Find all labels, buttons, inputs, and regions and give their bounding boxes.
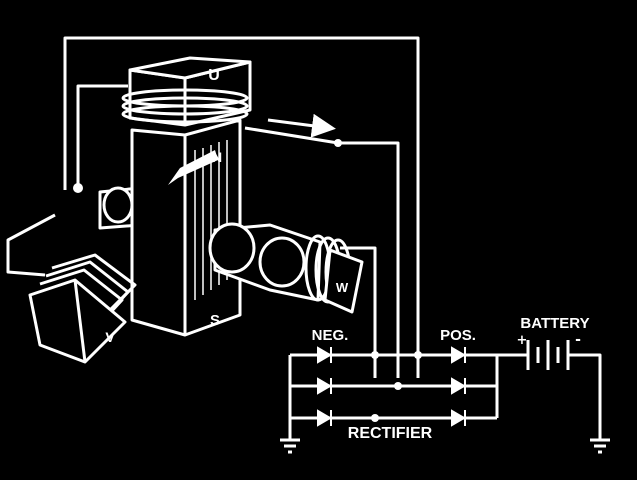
junction-dot [371, 414, 379, 422]
rotor-assembly [28, 56, 364, 364]
diode-icon [317, 346, 332, 364]
pole-v-end [102, 186, 134, 224]
diode-icon [451, 346, 466, 364]
rotation-arrow-icon [168, 150, 218, 185]
wire-u-out [244, 126, 400, 378]
wire-u-top-loop [63, 36, 420, 378]
wire-u-to-v [76, 84, 128, 185]
battery-plus-label: + [517, 333, 528, 348]
pole-w-end [208, 222, 256, 274]
pole-v-cap-edge [73, 279, 87, 363]
diodes [317, 346, 466, 427]
battery-label: BATTERY [520, 315, 589, 332]
diode-icon [317, 409, 332, 427]
current-arrow-icon [267, 113, 336, 138]
pole-v-cap [28, 278, 127, 364]
wire-v-left [6, 213, 56, 277]
coil-w-label: W [336, 280, 349, 295]
neg-label: NEG. [312, 327, 349, 344]
rectifier-label: RECTIFIER [348, 425, 433, 442]
junction-dot [334, 139, 342, 147]
pole-w-face [258, 236, 306, 288]
pole-w-cap [323, 248, 364, 314]
junction-dot [371, 351, 379, 359]
battery-minus-label: - [575, 332, 581, 348]
pos-label: POS. [440, 327, 476, 344]
junction-dot [394, 382, 402, 390]
pole-u-top [128, 56, 252, 80]
rotor-south-label: S [210, 312, 220, 329]
coil-u-windings [121, 88, 249, 124]
ground-icon [590, 438, 610, 454]
diode-icon [451, 377, 466, 395]
rotor-north-label: N [212, 149, 222, 165]
diode-icon [317, 377, 332, 395]
ground-icon [280, 438, 300, 454]
battery-icon [520, 340, 580, 370]
coil-u-label: U [208, 67, 220, 84]
diode-icon [451, 409, 466, 427]
junction-dot [414, 351, 422, 359]
wire-w-out [340, 246, 377, 378]
junction-dot [73, 183, 83, 193]
battery-neg-wire [580, 353, 602, 440]
coil-v-label: V [105, 329, 115, 345]
junctions [73, 139, 422, 422]
